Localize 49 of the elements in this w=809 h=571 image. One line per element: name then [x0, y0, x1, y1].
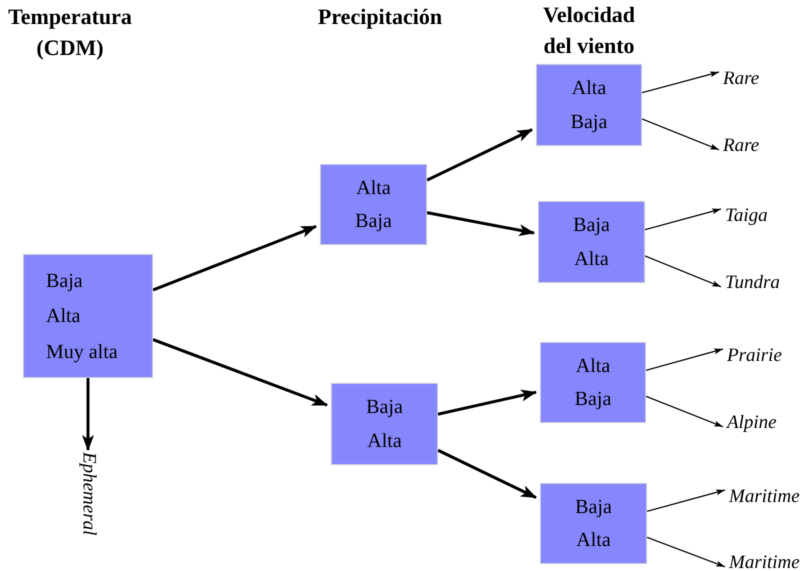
outcome-label: Tundra	[725, 272, 780, 292]
arrow	[438, 390, 537, 416]
arrow	[646, 348, 724, 371]
arrow	[152, 338, 328, 407]
outcome-label: Rare	[723, 136, 760, 154]
category-box	[536, 64, 642, 146]
outcome-label: Rare	[723, 68, 760, 88]
category-label: Baja	[575, 497, 612, 517]
outcome-label: Maritime	[729, 552, 800, 571]
category-label: Baja	[366, 397, 403, 418]
category-label: Baja	[574, 389, 612, 409]
category-box	[538, 201, 645, 283]
arrow	[642, 118, 720, 150]
column-heading: Temperatura (CDM)	[7, 3, 133, 62]
category-box	[23, 254, 153, 378]
outcome-label: Taiga	[725, 206, 768, 224]
outcome-label: Ephemeral	[80, 452, 98, 536]
category-label: Baja	[355, 211, 392, 231]
arrow	[152, 224, 317, 292]
category-label: Baja	[570, 112, 608, 132]
category-label: Muy alta	[46, 342, 118, 362]
arrow	[644, 208, 722, 230]
category-box	[320, 164, 427, 245]
category-label: Baja	[573, 215, 610, 236]
outcome-label: Prairie	[727, 346, 782, 364]
arrow	[426, 211, 535, 236]
arrow	[437, 448, 537, 499]
category-box	[540, 483, 647, 564]
category-label: Alta	[574, 248, 609, 269]
arrow	[646, 536, 726, 568]
column-heading: Velocidad del viento	[542, 1, 636, 60]
arrow	[82, 378, 94, 451]
arrow	[642, 71, 720, 94]
category-label: Alta	[356, 178, 391, 198]
category-label: Alta	[576, 356, 610, 376]
category-label: Alta	[572, 78, 606, 98]
category-box	[540, 342, 646, 423]
arrow	[646, 489, 726, 512]
arrow	[646, 396, 724, 428]
category-label: Alta	[46, 306, 80, 326]
outcome-label: Alpine	[727, 412, 777, 432]
arrow	[426, 128, 533, 182]
arrow	[644, 255, 722, 288]
column-heading: Precipitación	[316, 3, 444, 31]
category-label: Baja	[46, 270, 83, 290]
category-label: Alta	[367, 430, 402, 451]
outcome-label: Maritime	[729, 486, 800, 506]
category-box	[331, 383, 438, 465]
category-label: Alta	[576, 530, 611, 550]
